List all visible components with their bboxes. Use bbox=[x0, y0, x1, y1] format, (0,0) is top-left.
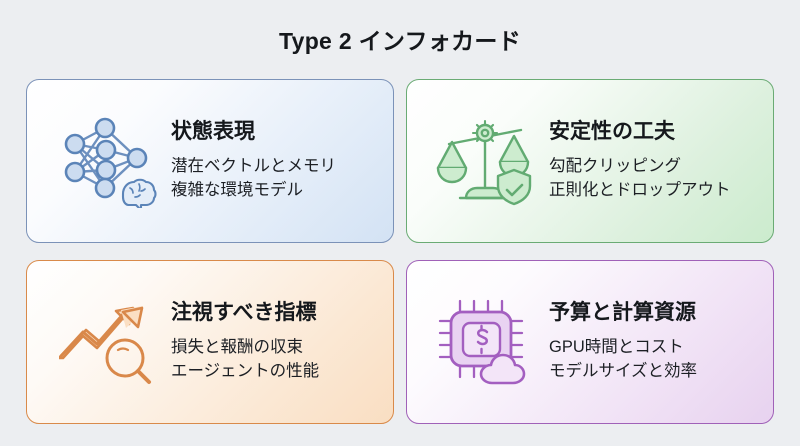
card-title: 注視すべき指標 bbox=[171, 301, 317, 324]
card-line: 潜在ベクトルとメモリ bbox=[171, 157, 336, 176]
cpu-chip-dollar-cloud-icon bbox=[429, 290, 541, 394]
card-grid: 状態表現 潜在ベクトルとメモリ 複雑な環境モデル bbox=[26, 79, 774, 424]
card-text-budget-compute: 予算と計算資源 GPU時間とコスト モデルサイズと効率 bbox=[541, 301, 773, 383]
card-text-state-representation: 状態表現 潜在ベクトルとメモリ 複雑な環境モデル bbox=[165, 120, 393, 202]
card-budget-compute[interactable]: 予算と計算資源 GPU時間とコスト モデルサイズと効率 bbox=[406, 260, 774, 424]
card-title: 状態表現 bbox=[171, 120, 255, 143]
card-key-metrics[interactable]: 注視すべき指標 損失と報酬の収束 エージェントの性能 bbox=[26, 260, 394, 424]
balance-scale-gear-shield-icon bbox=[429, 109, 541, 213]
card-line: 損失と報酬の収束 bbox=[171, 338, 303, 357]
card-line: 勾配クリッピング bbox=[549, 157, 681, 176]
card-title: 安定性の工夫 bbox=[549, 120, 675, 143]
trending-up-magnifier-icon bbox=[53, 290, 165, 394]
card-line: 正則化とドロップアウト bbox=[549, 180, 731, 199]
page-title: Type 2 インフォカード bbox=[278, 28, 522, 54]
card-text-stability-techniques: 安定性の工夫 勾配クリッピング 正則化とドロップアウト bbox=[541, 120, 773, 202]
card-line: モデルサイズと効率 bbox=[549, 361, 698, 380]
card-state-representation[interactable]: 状態表現 潜在ベクトルとメモリ 複雑な環境モデル bbox=[26, 79, 394, 243]
card-stability-techniques[interactable]: 安定性の工夫 勾配クリッピング 正則化とドロップアウト bbox=[406, 79, 774, 243]
card-text-key-metrics: 注視すべき指標 損失と報酬の収束 エージェントの性能 bbox=[165, 301, 393, 383]
card-line: 複雑な環境モデル bbox=[171, 180, 303, 199]
card-line: エージェントの性能 bbox=[171, 361, 320, 380]
card-title: 予算と計算資源 bbox=[549, 301, 696, 324]
neural-network-brain-icon bbox=[53, 109, 165, 213]
card-line: GPU時間とコスト bbox=[549, 338, 684, 357]
